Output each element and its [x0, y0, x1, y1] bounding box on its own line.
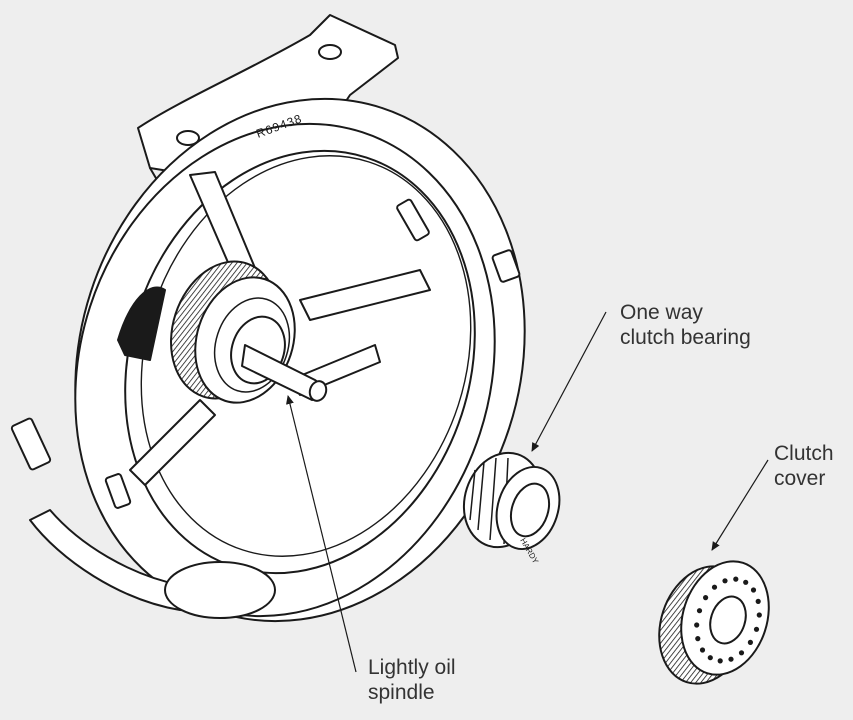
cover-hole	[699, 647, 706, 653]
spoke-lower	[129, 399, 216, 486]
callout-bearing-line2: clutch bearing	[620, 326, 751, 349]
callout-cover-line1: Clutch	[774, 442, 834, 465]
bearing-leader-arrow	[531, 311, 607, 452]
cover-hole	[707, 655, 713, 661]
cover-hole	[743, 579, 749, 585]
rim-tab-left	[10, 417, 52, 471]
reel-frame	[10, 14, 526, 623]
cover-hole	[753, 626, 760, 632]
callout-spindle-line1: Lightly oil	[368, 656, 456, 679]
callout-bearing-line1: One way	[620, 301, 703, 324]
callout-clutch-cover: Clutch cover	[774, 441, 834, 491]
cover-hole	[717, 658, 723, 664]
cover-hole	[703, 595, 709, 601]
clutch-cover	[658, 560, 770, 685]
pawl	[117, 286, 166, 361]
cover-holes	[694, 576, 762, 664]
spindle-tip	[308, 380, 328, 402]
cover-hole	[696, 608, 703, 614]
cover-hole	[728, 656, 734, 662]
callout-cover-line2: cover	[774, 467, 826, 490]
rim-tab	[491, 249, 521, 283]
callout-one-way-clutch-bearing: One way clutch bearing	[620, 300, 751, 350]
cover-hole	[711, 584, 718, 590]
foot-hole-right	[318, 44, 342, 60]
frame-bottom-hole	[164, 561, 276, 619]
cover-hole	[756, 612, 762, 618]
rim-slot	[396, 198, 430, 242]
callout-lightly-oil-spindle: Lightly oil spindle	[368, 655, 456, 705]
cover-leader-arrow	[711, 459, 769, 551]
cover-hole	[747, 639, 754, 646]
one-way-clutch-bearing	[462, 451, 561, 551]
cover-hole	[694, 622, 700, 628]
cover-hole	[738, 650, 745, 656]
spoke-right	[299, 269, 431, 321]
rim-slot-left	[104, 473, 132, 509]
cover-hole	[750, 587, 757, 593]
callout-spindle-line2: spindle	[368, 681, 435, 704]
bearing-bore	[509, 482, 551, 538]
spindle-leader-arrow	[286, 395, 357, 673]
cover-hole	[695, 636, 701, 642]
cover-hole	[755, 598, 761, 605]
foot-hole-left	[176, 130, 200, 146]
cover-hole	[733, 576, 739, 582]
cover-bore	[709, 595, 747, 645]
cover-hole	[722, 578, 728, 584]
